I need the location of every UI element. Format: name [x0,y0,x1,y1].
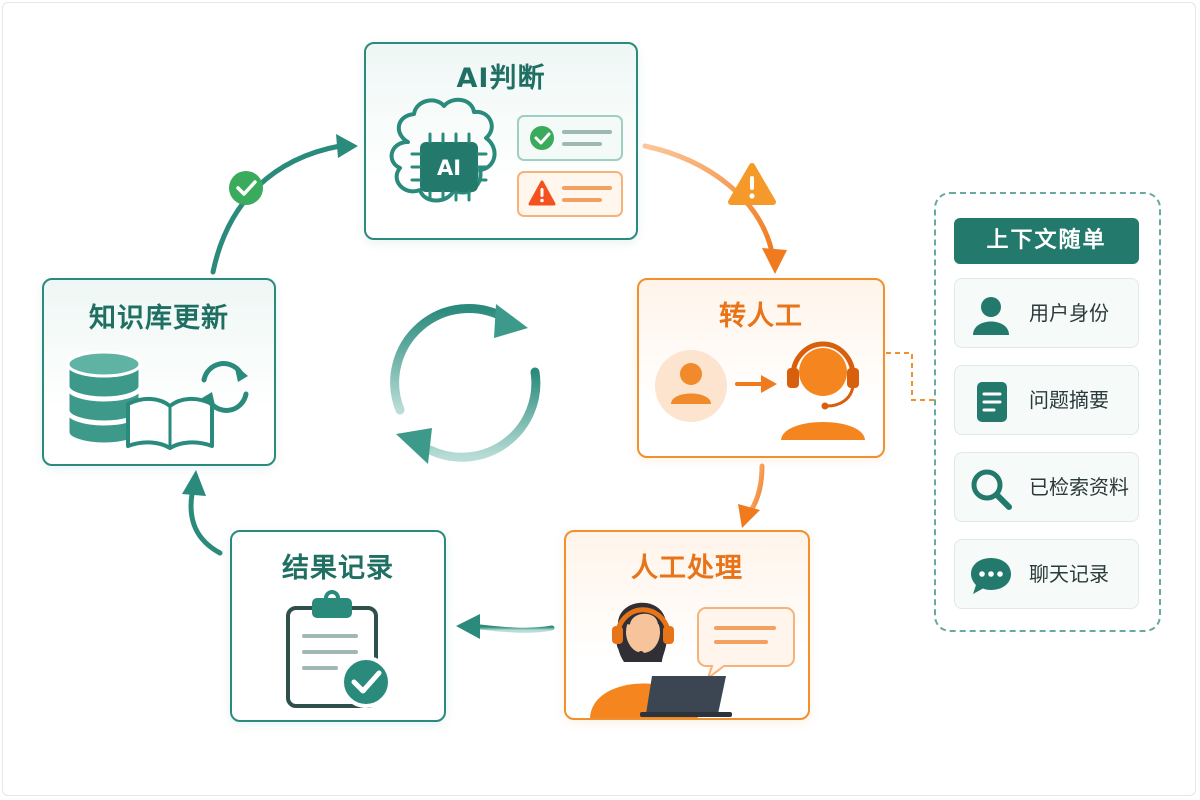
agent-at-laptop-icon [590,602,795,718]
context-item-chat-history[interactable]: 聊天记录 [954,539,1139,609]
document-icon [977,382,1007,422]
node-result-record[interactable]: 结果记录 [230,530,446,722]
context-item-label: 问题摘要 [1029,388,1109,412]
node-knowledge-base-update[interactable]: 知识库更新 [42,278,276,466]
context-item-label: 聊天记录 [1029,562,1109,586]
context-item-user-identity[interactable]: 用户身份 [954,278,1139,348]
chip-label: AI [437,156,461,180]
context-panel [934,192,1161,632]
node-ai-judge[interactable]: AI判断 AI [364,42,638,240]
context-panel-header: 上下文随单 [954,218,1139,264]
context-item-issue-summary[interactable]: 问题摘要 [954,365,1139,435]
brain-chip-icon: AI [389,97,623,217]
node-title: 结果记录 [282,553,394,584]
user-icon [973,297,1009,335]
context-item-retrieved-materials[interactable]: 已检索资料 [954,452,1139,522]
context-item-label: 用户身份 [1029,301,1109,325]
handoff-icon [655,341,865,440]
database-book-sync-icon [66,350,249,450]
node-title: AI判断 [456,63,546,94]
warning-badge-icon [728,163,776,205]
node-title: 转人工 [719,301,803,332]
search-icon [971,469,1012,510]
cycle-icon [390,304,541,464]
check-badge-icon [229,171,263,205]
chat-icon [971,558,1011,594]
node-title: 知识库更新 [89,303,229,334]
node-title: 人工处理 [631,553,743,584]
node-transfer-to-human[interactable]: 转人工 [637,278,885,458]
context-item-label: 已检索资料 [1029,475,1129,499]
node-manual-processing[interactable]: 人工处理 [564,530,810,720]
clipboard-check-icon [286,590,392,708]
